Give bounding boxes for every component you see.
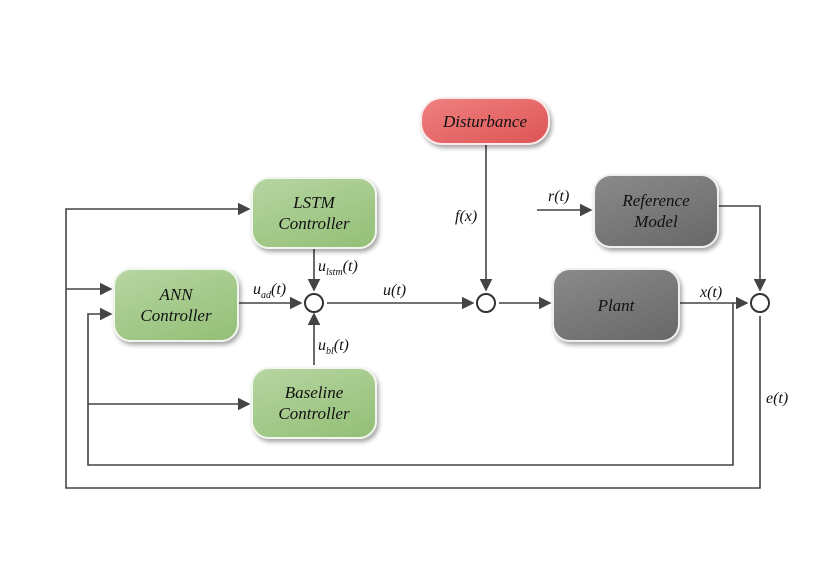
lstm-label-line2: Controller	[278, 214, 350, 233]
ann-label-line1: ANN	[159, 285, 193, 304]
ann-label-line2: Controller	[140, 306, 212, 325]
fx-label: f(x)	[455, 208, 478, 225]
xt-label: x(t)	[700, 284, 723, 301]
error-feedback-lstm	[65, 202, 761, 489]
controller-sum-node	[304, 293, 324, 313]
baseline-label-line2: Controller	[278, 404, 350, 423]
plant-input-sum-node	[476, 293, 496, 313]
reference-output-line	[717, 205, 767, 292]
reference-label-line2: Model	[634, 212, 678, 231]
u-ad-label: uad(t)	[253, 281, 287, 301]
disturbance-label: Disturbance	[442, 111, 528, 131]
reference-label-line1: Reference	[622, 191, 690, 210]
state-feedback-ann	[87, 303, 734, 466]
lstm-label-line1: LSTM	[293, 193, 335, 212]
baseline-controller-block: Baseline Controller	[251, 367, 377, 439]
baseline-label-line1: Baseline	[284, 383, 344, 402]
plant-label: Plant	[597, 295, 635, 315]
lstm-controller-block: LSTM Controller	[251, 177, 377, 249]
plant-block: Plant	[552, 268, 680, 342]
ut-label: u(t)	[383, 282, 407, 299]
ann-controller-block: ANN Controller	[113, 268, 239, 342]
disturbance-block: Disturbance	[420, 97, 550, 145]
u-lstm-label: ulstm(t)	[318, 258, 358, 278]
rt-label: r(t)	[548, 188, 570, 205]
error-sum-node	[750, 293, 770, 313]
reference-model-block: Reference Model	[593, 174, 719, 248]
u-bl-label: ubl(t)	[318, 337, 349, 357]
et-label: e(t)	[766, 390, 789, 407]
